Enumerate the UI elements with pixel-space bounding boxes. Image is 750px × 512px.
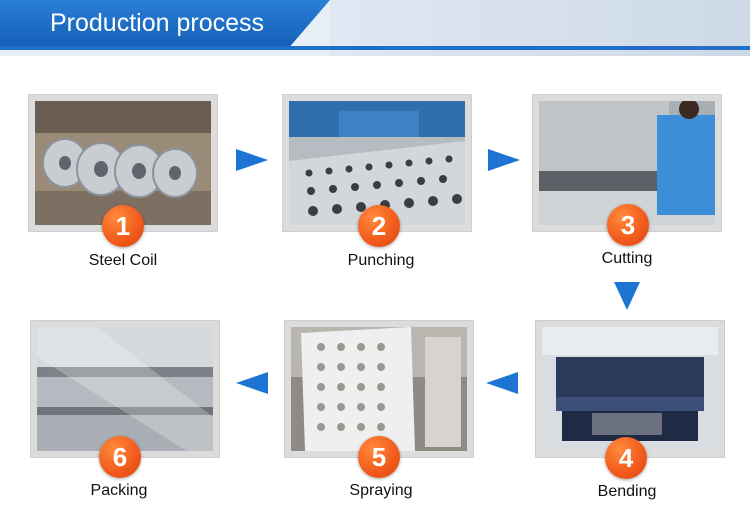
spraying-photo	[291, 327, 467, 451]
step-label: Bending	[597, 483, 657, 500]
step-cutting	[532, 94, 722, 232]
page-title: Production process	[50, 9, 265, 37]
arrow-left-icon	[486, 372, 518, 394]
bending-photo	[542, 327, 718, 451]
step-spraying	[284, 320, 474, 458]
step-number-badge: 3	[607, 204, 649, 246]
cutting-photo	[539, 101, 715, 225]
punching-photo	[289, 101, 465, 225]
step-label: Spraying	[349, 482, 413, 499]
step-number-badge: 1	[102, 205, 144, 247]
step-label: Packing	[90, 482, 148, 499]
header-underline	[0, 46, 750, 50]
step-number-badge: 6	[99, 436, 141, 478]
arrow-left-icon	[236, 372, 268, 394]
step-number-badge: 2	[358, 205, 400, 247]
arrow-right-icon	[236, 149, 268, 171]
arrow-down-icon	[614, 282, 640, 310]
step-label: Punching	[347, 252, 415, 269]
step-label: Steel Coil	[88, 252, 158, 269]
step-number-badge: 5	[358, 436, 400, 478]
step-steel-coil	[28, 94, 218, 232]
steel-coil-photo	[35, 101, 211, 225]
step-number-badge: 4	[605, 437, 647, 479]
step-packing	[30, 320, 220, 458]
step-bending	[535, 320, 725, 458]
arrow-right-icon	[488, 149, 520, 171]
header-tab	[0, 0, 330, 46]
step-label: Cutting	[601, 250, 653, 267]
packing-photo	[37, 327, 213, 451]
